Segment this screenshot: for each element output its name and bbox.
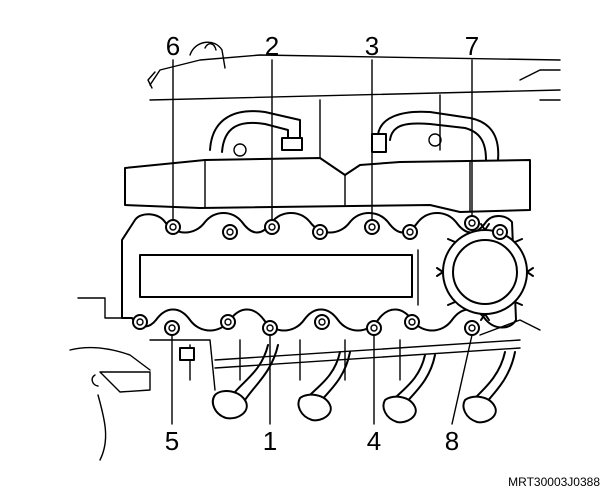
oil-filler-cap bbox=[436, 223, 534, 321]
callout-3: 3 bbox=[365, 31, 379, 61]
callout-1: 1 bbox=[263, 426, 277, 456]
callout-5: 5 bbox=[165, 426, 179, 456]
leader-lines bbox=[171, 59, 473, 425]
intake-manifold bbox=[124, 157, 531, 213]
callout-6: 6 bbox=[166, 31, 180, 61]
upper-bolts bbox=[165, 215, 508, 240]
engine-upper-structure bbox=[147, 41, 561, 161]
callout-2: 2 bbox=[265, 31, 279, 61]
injector-nozzles bbox=[211, 344, 516, 424]
callout-4: 4 bbox=[367, 426, 381, 456]
reference-code: MRT30003J0388 bbox=[508, 475, 600, 489]
lower-structure bbox=[69, 297, 541, 461]
lower-bolts bbox=[132, 314, 480, 336]
callout-8: 8 bbox=[445, 426, 459, 456]
callout-7: 7 bbox=[465, 31, 479, 61]
upper-pipes bbox=[209, 110, 500, 161]
